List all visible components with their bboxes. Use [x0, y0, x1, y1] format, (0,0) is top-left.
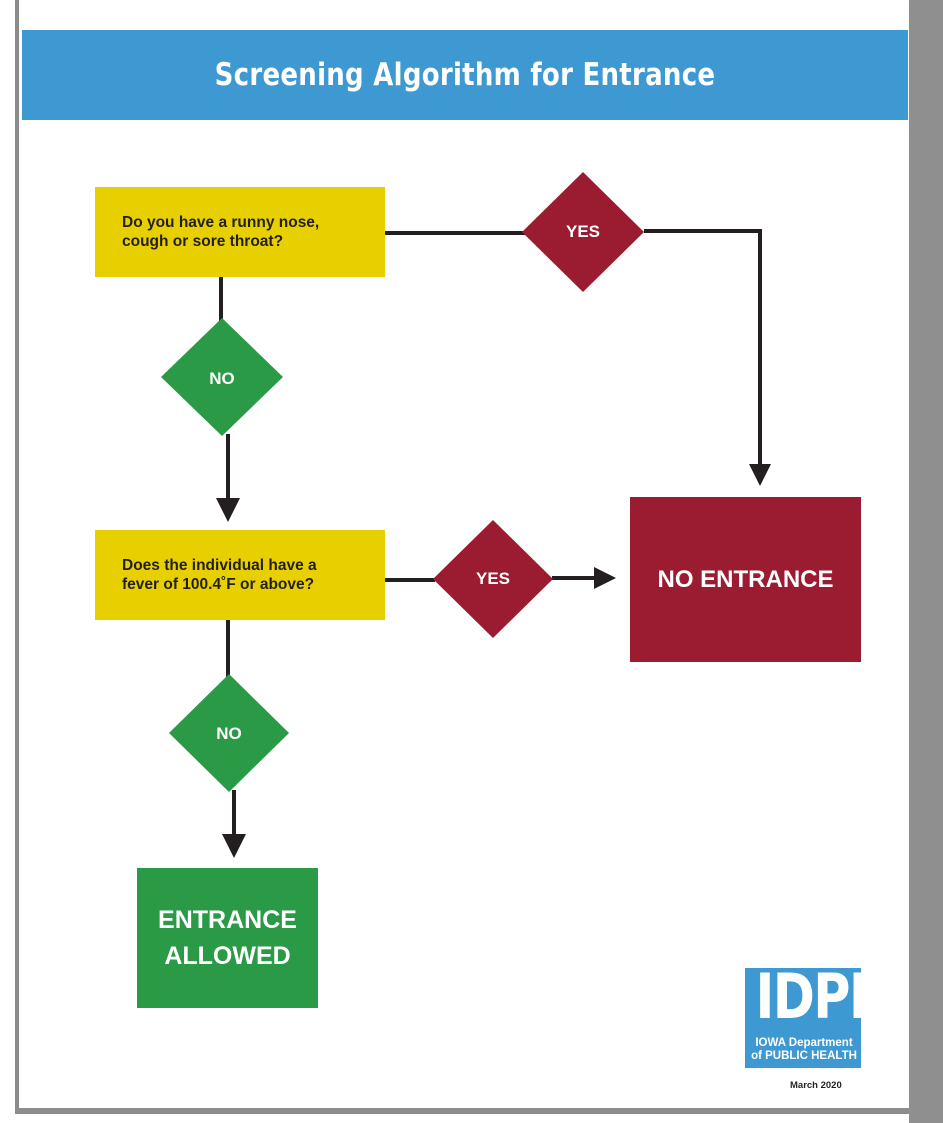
- decision-q1-no-label: NO: [209, 369, 235, 388]
- publication-date: March 2020: [790, 1080, 842, 1091]
- outcome-no-entrance: NO ENTRANCE: [630, 497, 861, 662]
- page-border-bottom: [15, 1108, 909, 1114]
- arrowhead-down-q2: [216, 498, 240, 522]
- page-border-left: [15, 0, 19, 1110]
- decision-q2-no-label: NO: [216, 724, 242, 743]
- decision-q1-yes: [522, 172, 644, 292]
- arrowhead-down-no-entrance: [749, 464, 771, 486]
- page-title: Screening Algorithm for Entrance: [214, 57, 716, 93]
- idph-logo: IDPH IOWA Department of PUBLIC HEALTH: [745, 968, 861, 1068]
- decision-q2-yes-label: YES: [475, 569, 511, 588]
- outcome-no-entrance-text: NO ENTRANCE: [657, 565, 834, 593]
- page-border-right: [909, 0, 943, 1123]
- question-fever-text: Does the individual have a fever of 100.…: [122, 557, 317, 593]
- question-box-fever: Does the individual have a fever of 100.…: [95, 530, 385, 620]
- decision-q1-no: [161, 318, 283, 436]
- decision-q1-yes-label: YES: [565, 222, 601, 241]
- question-box-symptoms: Do you have a runny nose, cough or sore …: [95, 187, 385, 277]
- decision-q2-no: [169, 674, 289, 792]
- question-symptoms-text: Do you have a runny nose, cough or sore …: [122, 214, 320, 250]
- logo-line-1: IOWA Department: [755, 1037, 853, 1049]
- outcome-entrance-allowed: ENTRANCE ALLOWED: [137, 868, 318, 1008]
- arrowhead-down-allowed: [222, 834, 246, 858]
- logo-acronym: IDPH: [755, 968, 861, 1033]
- title-banner: Screening Algorithm for Entrance: [22, 30, 908, 120]
- arrowhead-right-no-entrance: [594, 567, 616, 589]
- logo-line-2: of PUBLIC HEALTH: [751, 1050, 857, 1062]
- outcome-entrance-allowed-text: ENTRANCE ALLOWED: [158, 906, 297, 970]
- connector-yes-no-entrance: [644, 229, 762, 468]
- decision-q2-yes: [433, 520, 553, 638]
